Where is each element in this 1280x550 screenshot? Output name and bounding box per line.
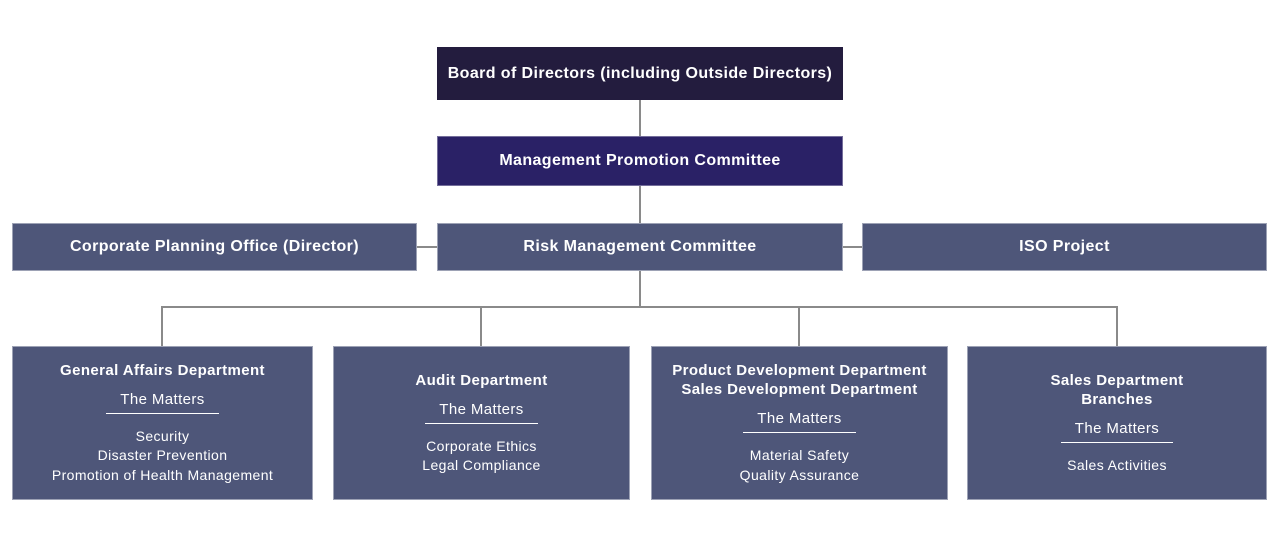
department-title: General Affairs Department <box>60 361 265 380</box>
department-title-line: Product Development Department <box>672 362 927 379</box>
department-title: Audit Department <box>415 371 547 390</box>
matters-heading-wrap: The Matters <box>106 391 219 414</box>
department-title-line: Sales Development Department <box>681 381 918 398</box>
risk-management-committee-label: Risk Management Committee <box>523 238 757 255</box>
matters-heading-wrap: The Matters <box>1060 420 1174 443</box>
department-items: Security Disaster Prevention Promotion o… <box>52 427 273 486</box>
connector-drop-product-dev <box>798 306 800 346</box>
department-items: Material Safety Quality Assurance <box>740 446 860 485</box>
management-promotion-committee-box: Management Promotion Committee <box>437 136 843 186</box>
department-items: Sales Activities <box>1067 456 1167 476</box>
sales-department-branches-box: Sales Department Branches The Matters Sa… <box>967 346 1267 500</box>
department-item: Sales Activities <box>1067 456 1167 473</box>
product-development-department-box: Product Development Department Sales Dev… <box>651 346 948 500</box>
department-title-line: General Affairs Department <box>60 361 265 379</box>
department-title: Product Development Department Sales Dev… <box>672 361 927 399</box>
connector-planning-to-risk <box>417 246 437 248</box>
department-item: Promotion of Health Management <box>51 466 274 483</box>
board-of-directors-box: Board of Directors (including Outside Di… <box>437 47 843 100</box>
department-title: Sales Department Branches <box>1050 371 1183 409</box>
department-item: Disaster Prevention <box>97 447 228 464</box>
connector-distribution-bus <box>161 306 1118 308</box>
department-item: Quality Assurance <box>739 466 860 483</box>
matters-heading-wrap: The Matters <box>425 401 538 424</box>
department-item: Legal Compliance <box>422 457 541 473</box>
matters-heading: The Matters <box>1060 420 1174 443</box>
connector-board-to-committee <box>639 100 641 136</box>
department-title-line: Branches <box>1081 390 1153 408</box>
iso-project-label: ISO Project <box>1019 238 1110 255</box>
matters-heading: The Matters <box>743 410 856 433</box>
audit-department-box: Audit Department The Matters Corporate E… <box>333 346 630 500</box>
board-of-directors-label: Board of Directors (including Outside Di… <box>447 64 833 82</box>
iso-project-box: ISO Project <box>862 223 1267 271</box>
connector-drop-sales <box>1116 306 1118 346</box>
corporate-planning-office-label: Corporate Planning Office (Director) <box>69 238 360 255</box>
connector-risk-to-bus <box>639 271 641 307</box>
corporate-planning-office-box: Corporate Planning Office (Director) <box>12 223 417 271</box>
department-item: Security <box>135 427 190 444</box>
general-affairs-department-box: General Affairs Department The Matters S… <box>12 346 313 500</box>
management-promotion-committee-label: Management Promotion Committee <box>499 152 781 169</box>
matters-heading: The Matters <box>106 391 219 414</box>
department-title-line: Sales Department <box>1050 371 1184 389</box>
connector-drop-general-affairs <box>161 306 163 346</box>
connector-risk-to-iso <box>842 246 862 248</box>
risk-management-committee-box: Risk Management Committee <box>437 223 843 271</box>
department-item: Corporate Ethics <box>426 437 537 454</box>
matters-heading: The Matters <box>425 401 538 424</box>
connector-drop-audit <box>480 306 482 346</box>
department-items: Corporate Ethics Legal Compliance <box>422 437 540 476</box>
connector-committee-to-risk <box>639 186 641 223</box>
department-title-line: Audit Department <box>415 371 548 389</box>
department-item: Material Safety <box>749 447 850 463</box>
matters-heading-wrap: The Matters <box>743 410 856 433</box>
